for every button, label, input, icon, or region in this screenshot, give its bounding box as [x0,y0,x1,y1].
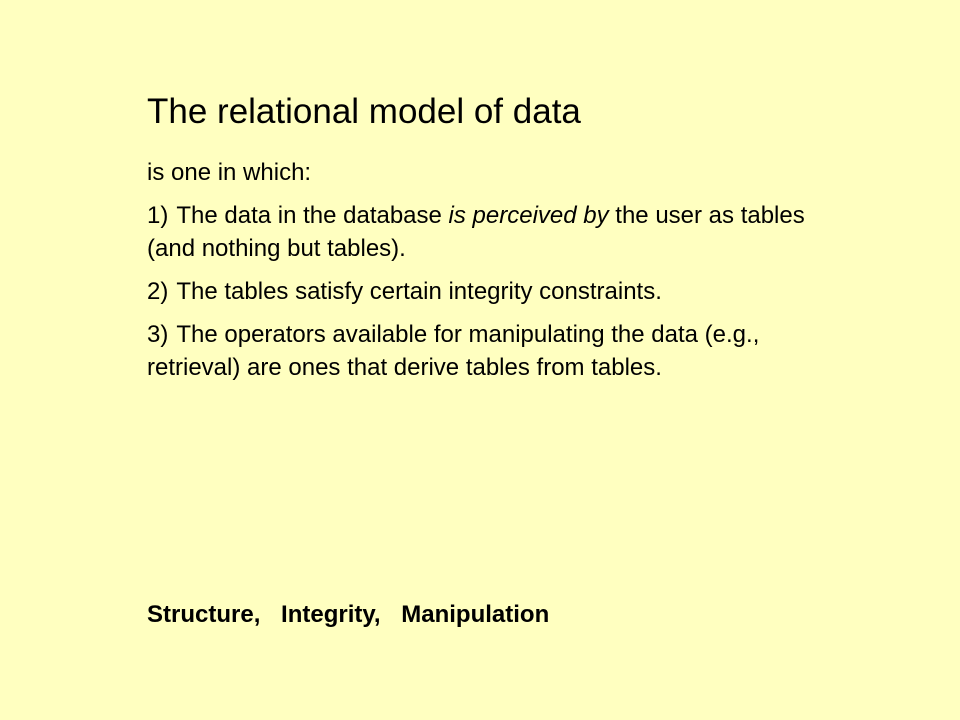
point-2-text: The tables satisfy certain integrity con… [176,278,662,305]
slide-content: The relational model of data is one in w… [147,90,827,394]
keyword-structure: Structure, [147,601,261,628]
point-2: 2) The tables satisfy certain integrity c… [147,275,827,308]
intro-text: is one in which: [147,159,312,186]
slide-title: The relational model of data [147,92,581,131]
point-1-number: 1) [147,202,169,229]
point-1-text-before: The data in the database [176,202,449,229]
point-3: 3)The operators available for manipulati… [147,318,827,384]
point-1-text-italic: is perceived by [448,202,609,229]
footer-keywords: Structure, Integrity, Manipulation [147,598,549,631]
point-3-text: The operators available for manipulating… [147,321,760,381]
point-1: 1) The data in the database is perceived … [147,199,827,265]
point-1-text-after: the user as tables (and nothing but tabl… [147,202,805,262]
point-2-number: 2) [147,278,169,305]
keyword-integrity: Integrity, [281,601,381,628]
keyword-manipulation: Manipulation [401,601,550,628]
point-3-number: 3) [147,321,169,348]
